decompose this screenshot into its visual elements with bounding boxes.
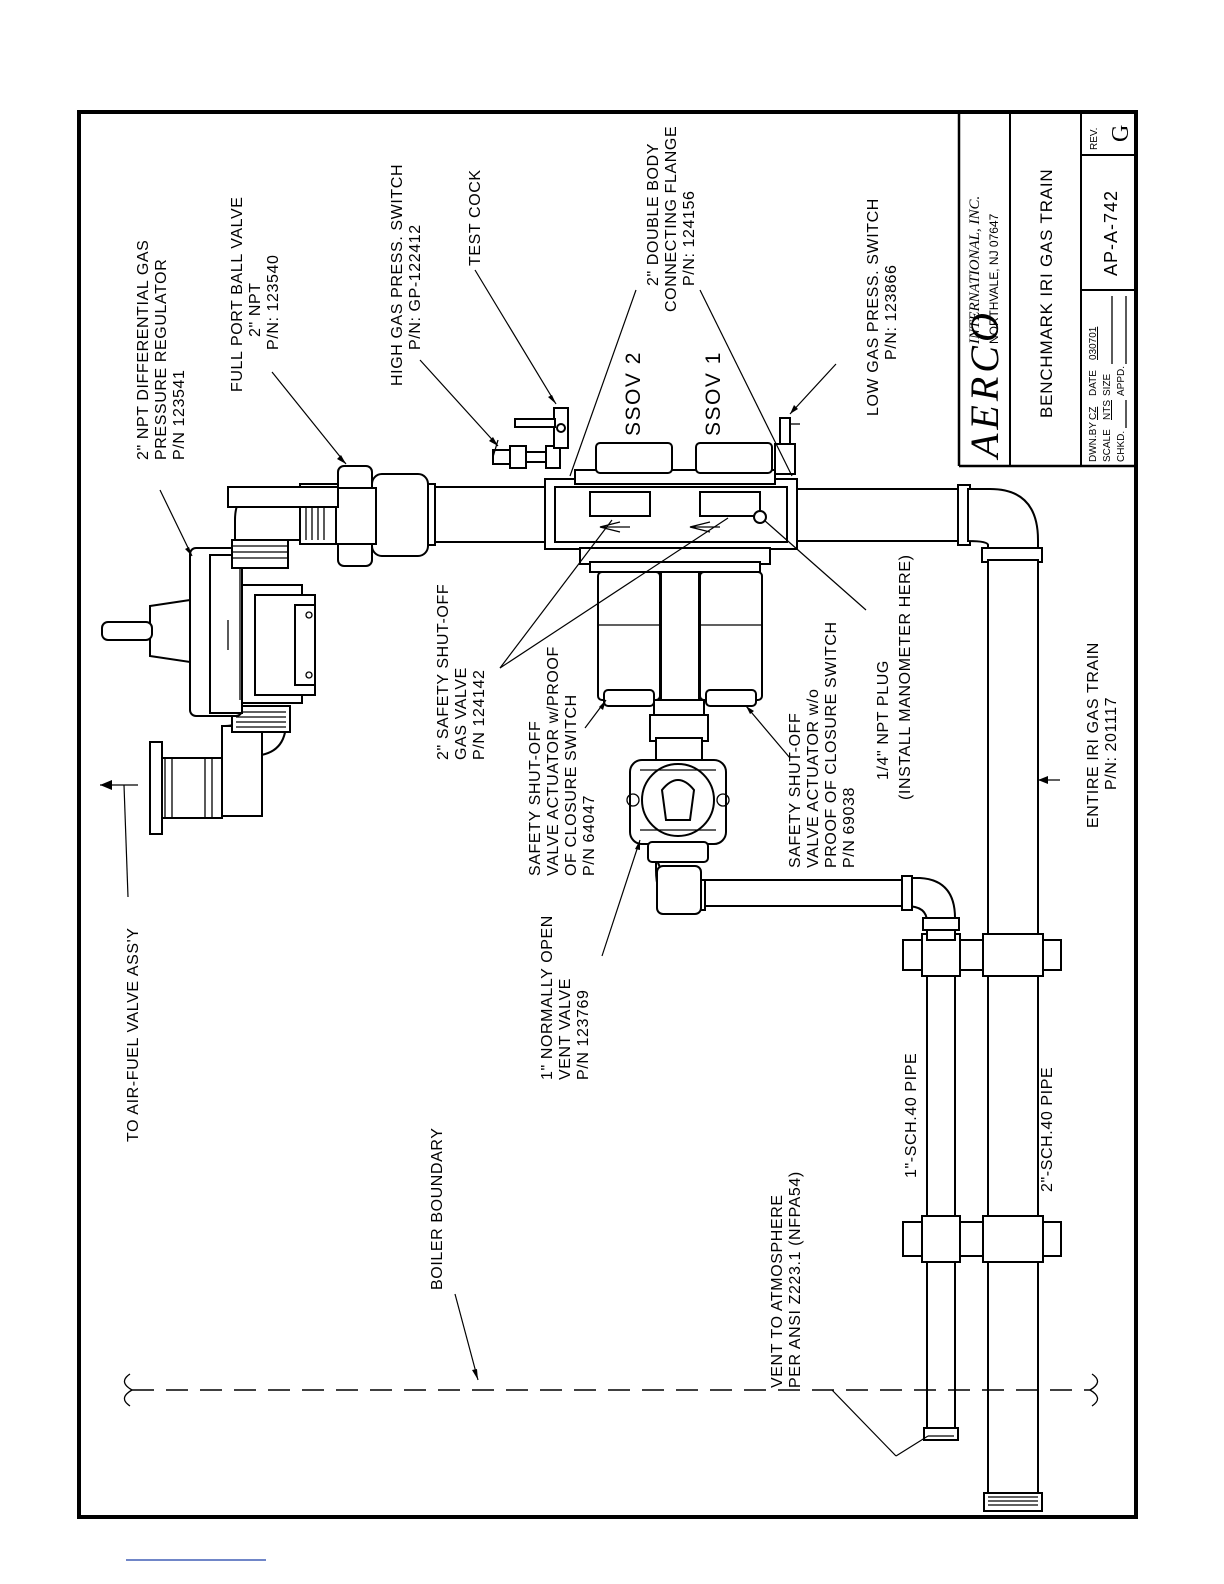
svg-text:VALVE ACTUATOR w/PROOF: VALVE ACTUATOR w/PROOF xyxy=(545,646,562,876)
svg-text:VALVE ACTUATOR w/o: VALVE ACTUATOR w/o xyxy=(805,689,822,868)
revision-label: REV. xyxy=(1089,128,1100,150)
svg-text:SAFETY SHUT-OFF: SAFETY SHUT-OFF xyxy=(787,713,804,868)
revision-value: G xyxy=(1108,125,1134,142)
callout-test-cock: TEST COCK xyxy=(467,169,484,266)
company-address: NORTHVALE, NJ 07647 xyxy=(987,213,1001,344)
callout-pipe-2in: 2"-SCH.40 PIPE xyxy=(1039,1067,1056,1192)
svg-text:1/4" NPT PLUG: 1/4" NPT PLUG xyxy=(875,660,892,780)
leader-lines xyxy=(100,269,1060,1457)
svg-text:2" SAFETY SHUT-OFF: 2" SAFETY SHUT-OFF xyxy=(435,584,452,760)
high-gas-switch xyxy=(492,439,561,469)
test-cock xyxy=(514,407,569,449)
svg-text:NTS: NTS xyxy=(1102,400,1113,420)
ssov2-label: SSOV 2 xyxy=(622,351,645,436)
pipe-clamp xyxy=(902,1215,1062,1263)
svg-text:CZ: CZ xyxy=(1088,407,1099,420)
pipe-1in xyxy=(926,939,956,1441)
svg-text:1" NORMALLY OPEN: 1" NORMALLY OPEN xyxy=(539,915,556,1080)
svg-text:PROOF OF CLOSURE SWITCH: PROOF OF CLOSURE SWITCH xyxy=(823,621,840,868)
ssov-labels: SSOV 2 SSOV 1 xyxy=(622,351,725,436)
callout-regulator: 2" NPT DIFFERENTIAL GAS PRESSURE REGULAT… xyxy=(135,240,188,460)
svg-text:2"-SCH.40 PIPE: 2"-SCH.40 PIPE xyxy=(1039,1067,1056,1192)
callout-ball-valve: FULL PORT BALL VALVE 2" NPT P/N: 123540 xyxy=(229,197,282,393)
svg-text:2" DOUBLE BODY: 2" DOUBLE BODY xyxy=(645,143,662,286)
svg-text:P/N 69038: P/N 69038 xyxy=(841,787,858,868)
svg-text:LOW GAS PRESS. SWITCH: LOW GAS PRESS. SWITCH xyxy=(865,198,882,416)
svg-text:P/N 124142: P/N 124142 xyxy=(471,669,488,760)
ball-valve xyxy=(227,465,429,567)
actuator-proof-of-closure xyxy=(597,571,661,701)
drawing-title: BENCHMARK IRI GAS TRAIN xyxy=(1037,168,1056,418)
svg-text:PER ANSI Z223.1 (NFPA54): PER ANSI Z223.1 (NFPA54) xyxy=(787,1171,804,1388)
title-block: AERCO INTERNATIONAL, INC. NORTHVALE, NJ … xyxy=(957,112,1136,468)
callout-actuator-proof: SAFETY SHUT-OFF VALVE ACTUATOR w/PROOF O… xyxy=(527,646,598,876)
callout-high-gas-switch: HIGH GAS PRESS. SWITCH P/N: GP-122412 xyxy=(389,164,424,386)
svg-text:2" NPT: 2" NPT xyxy=(247,282,264,337)
svg-text:VENT VALVE: VENT VALVE xyxy=(557,978,574,1080)
gas-train-piping xyxy=(420,483,1062,1512)
svg-text:SCALE: SCALE xyxy=(1102,429,1113,462)
svg-text:P/N: 123540: P/N: 123540 xyxy=(265,254,282,350)
callout-npt-plug: 1/4" NPT PLUG (INSTALL MANOMETER HERE) xyxy=(875,554,914,800)
ssov-assembly xyxy=(544,442,798,707)
pipe-2in xyxy=(987,559,1039,1511)
drawing-number: AP-A-742 xyxy=(1101,190,1121,276)
svg-text:APPD.: APPD. xyxy=(1116,366,1127,396)
svg-text:PRESSURE REGULATOR: PRESSURE REGULATOR xyxy=(153,259,170,460)
svg-text:VENT TO ATMOSPHERE: VENT TO ATMOSPHERE xyxy=(769,1194,786,1388)
callout-gas-train: ENTIRE IRI GAS TRAIN P/N: 201117 xyxy=(1085,642,1120,828)
ssov1-label: SSOV 1 xyxy=(702,351,725,436)
svg-text:CHKD.: CHKD. xyxy=(1116,431,1127,462)
callout-air-fuel: TO AIR-FUEL VALVE ASS'Y xyxy=(125,927,142,1142)
svg-text:P/N 64047: P/N 64047 xyxy=(581,795,598,876)
svg-text:030701: 030701 xyxy=(1088,326,1099,360)
callout-pipe-1in: 1"-SCH.40 PIPE xyxy=(903,1053,920,1178)
svg-text:P/N: 201117: P/N: 201117 xyxy=(1103,697,1120,790)
svg-text:P/N: 123866: P/N: 123866 xyxy=(883,264,900,360)
svg-text:DATE: DATE xyxy=(1088,370,1099,396)
drawing-info: DWN.BY CZ DATE 030701 SCALE NTS SIZE CHK… xyxy=(1088,296,1127,462)
callout-boiler-boundary: BOILER BOUNDARY xyxy=(429,1127,446,1290)
svg-text:HIGH GAS PRESS. SWITCH: HIGH GAS PRESS. SWITCH xyxy=(389,164,406,386)
svg-text:BOILER BOUNDARY: BOILER BOUNDARY xyxy=(429,1127,446,1290)
svg-text:P/N: GP-122412: P/N: GP-122412 xyxy=(407,224,424,350)
regulator-assembly xyxy=(101,465,429,835)
svg-text:P/N 123541: P/N 123541 xyxy=(171,369,188,460)
callout-low-gas-switch: LOW GAS PRESS. SWITCH P/N: 123866 xyxy=(865,198,900,416)
svg-text:P/N 123769: P/N 123769 xyxy=(575,989,592,1080)
svg-text:P/N: 124156: P/N: 124156 xyxy=(681,190,698,286)
callout-flange: 2" DOUBLE BODY CONNECTING FLANGE P/N: 12… xyxy=(645,126,698,312)
svg-text:SIZE: SIZE xyxy=(1102,373,1113,396)
callout-safety-valve: 2" SAFETY SHUT-OFF GAS VALVE P/N 124142 xyxy=(435,584,488,760)
svg-text:TEST COCK: TEST COCK xyxy=(467,169,484,266)
callout-vent-atmosphere: VENT TO ATMOSPHERE PER ANSI Z223.1 (NFPA… xyxy=(769,1171,804,1388)
svg-text:ENTIRE IRI GAS TRAIN: ENTIRE IRI GAS TRAIN xyxy=(1085,642,1102,828)
drawing-border xyxy=(77,110,1138,1519)
company-name: INTERNATIONAL, INC. xyxy=(967,196,983,345)
vent-valve xyxy=(626,759,730,863)
company-logo: AERCO xyxy=(962,309,1007,461)
svg-text:GAS VALVE: GAS VALVE xyxy=(453,667,470,760)
svg-text:1"-SCH.40 PIPE: 1"-SCH.40 PIPE xyxy=(903,1053,920,1178)
svg-text:DWN.BY: DWN.BY xyxy=(1088,422,1099,462)
callout-actuator-no-proof: SAFETY SHUT-OFF VALVE ACTUATOR w/o PROOF… xyxy=(787,621,858,868)
svg-text:(INSTALL MANOMETER HERE): (INSTALL MANOMETER HERE) xyxy=(897,554,914,800)
svg-text:2" NPT DIFFERENTIAL GAS: 2" NPT DIFFERENTIAL GAS xyxy=(135,240,152,460)
svg-text:SAFETY SHUT-OFF: SAFETY SHUT-OFF xyxy=(527,721,544,876)
svg-text:TO AIR-FUEL VALVE ASS'Y: TO AIR-FUEL VALVE ASS'Y xyxy=(125,927,142,1142)
actuator-no-proof xyxy=(699,571,763,701)
svg-text:CONNECTING FLANGE: CONNECTING FLANGE xyxy=(663,126,680,312)
svg-text:FULL PORT BALL VALVE: FULL PORT BALL VALVE xyxy=(229,197,246,393)
pipe-clamp xyxy=(902,933,1062,977)
svg-text:OF CLOSURE SWITCH: OF CLOSURE SWITCH xyxy=(563,694,580,876)
callout-vent-valve: 1" NORMALLY OPEN VENT VALVE P/N 123769 xyxy=(539,915,592,1080)
